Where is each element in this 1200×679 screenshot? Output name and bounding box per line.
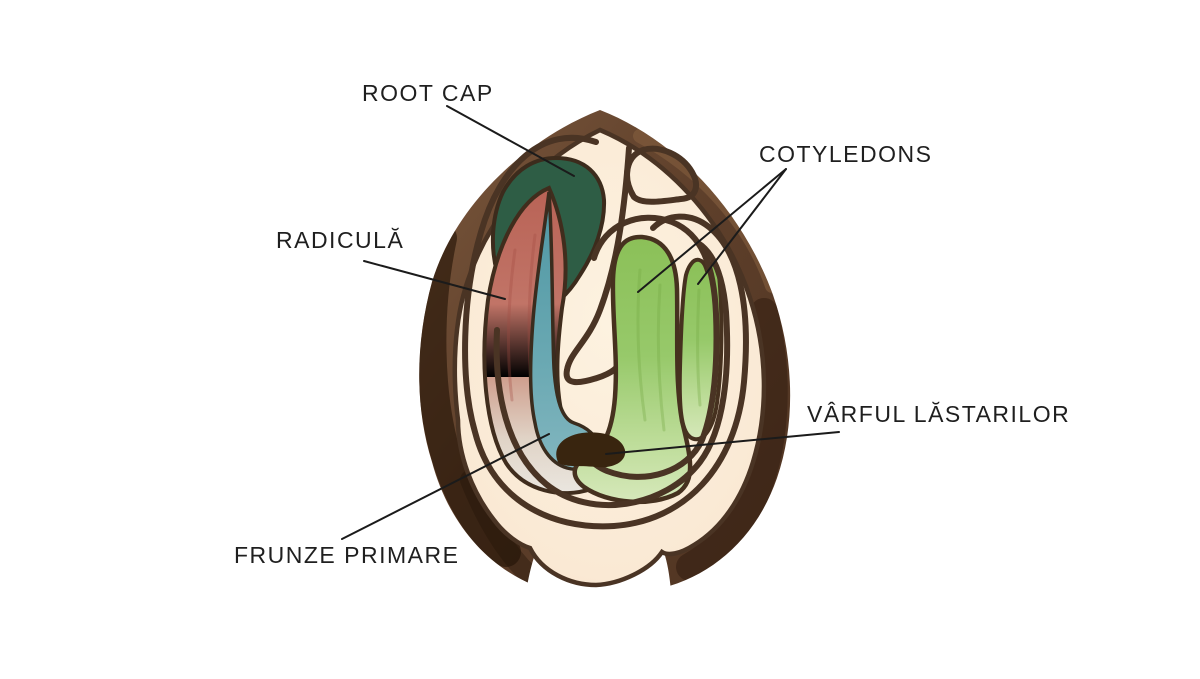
label-varful-lastarilor: VÂRFUL LĂSTARILOR <box>807 401 1071 427</box>
coat-streak-left <box>419 223 521 567</box>
swirl-central-hook <box>563 145 632 386</box>
swirl-lines-outer <box>462 134 749 530</box>
swirl-top-loop <box>624 145 699 205</box>
label-radicula: RADICULĂ <box>276 227 405 253</box>
leader-varful <box>605 431 840 455</box>
leader-radicula <box>363 260 506 300</box>
swirl-wrap-inner <box>582 214 720 480</box>
leader-frunze <box>341 433 550 540</box>
coat-streak-right <box>676 298 788 581</box>
swirl-wrap-middle <box>493 240 731 508</box>
leader-lines <box>341 105 840 540</box>
cotyledon-texture <box>636 268 702 432</box>
label-root-cap: ROOT CAP <box>362 80 494 106</box>
seed-body <box>419 110 791 606</box>
swirl-lines-inner <box>493 214 731 508</box>
leader-cotyledon-2 <box>697 168 787 285</box>
swirl-spiral <box>462 134 749 530</box>
label-cotyledons: COTYLEDONS <box>759 141 933 167</box>
leader-root-cap <box>446 105 575 177</box>
leader-cotyledon-1 <box>637 168 787 293</box>
label-frunze-primare: FRUNZE PRIMARE <box>234 542 460 568</box>
cotyledon-large-shape <box>572 234 693 505</box>
shoot-apex-shape <box>556 432 626 468</box>
